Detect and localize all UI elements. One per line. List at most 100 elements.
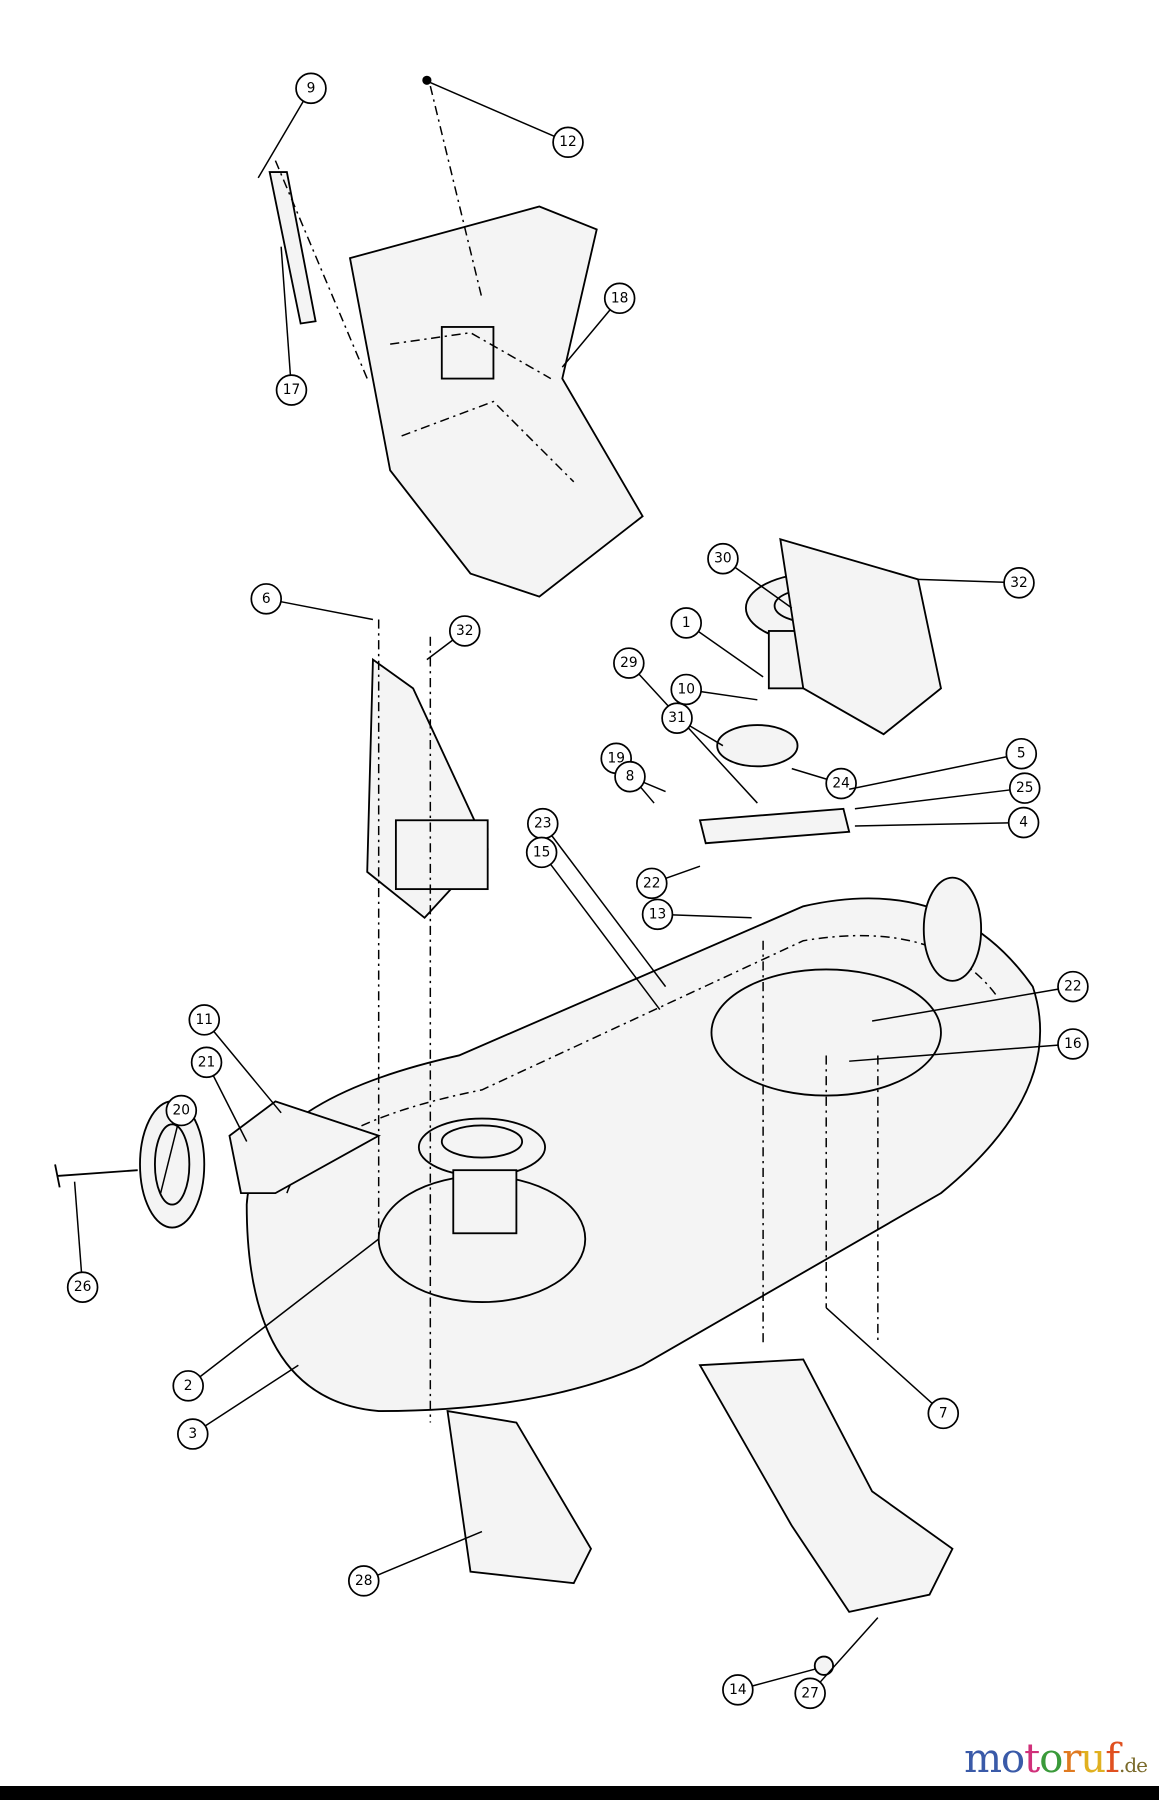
mower-deck <box>245 897 1041 1413</box>
callout-circle <box>670 607 702 639</box>
callout-circle <box>707 542 739 575</box>
callout-circle <box>613 647 645 679</box>
leader-line <box>638 673 758 804</box>
callout-circle <box>1005 737 1038 770</box>
leader-line <box>791 767 828 780</box>
callout-number: 19 <box>607 750 625 766</box>
callout-16: 16 <box>849 1028 1089 1062</box>
callout-number: 6 <box>262 591 271 607</box>
wheel-bracket <box>228 1100 381 1195</box>
grass-bag <box>348 205 644 598</box>
bag-handle <box>268 171 317 325</box>
leader-line <box>825 1307 933 1404</box>
leader-line <box>561 309 611 368</box>
leader-line <box>917 578 1005 584</box>
callout-18: 18 <box>561 282 636 368</box>
callout-circle <box>614 760 646 793</box>
callout-11: 11 <box>188 1004 282 1114</box>
callout-25: 25 <box>854 772 1041 810</box>
callout-2: 2 <box>172 1238 380 1402</box>
leader-line <box>213 1030 282 1114</box>
callout-number: 25 <box>1016 780 1034 796</box>
idler-bracket <box>698 807 851 845</box>
callout-circle <box>525 836 558 869</box>
leader-line <box>73 1181 83 1273</box>
callout-circle <box>603 282 636 315</box>
leader-line <box>550 863 661 1011</box>
callout-number: 22 <box>643 875 661 891</box>
callout-26: 26 <box>66 1181 99 1303</box>
leader-line <box>280 600 374 621</box>
leader-line <box>212 1075 248 1142</box>
callout-29: 29 <box>613 647 758 804</box>
callout-circle <box>1003 567 1035 599</box>
callout-number: 18 <box>611 290 629 306</box>
callout-circle <box>1057 1028 1089 1060</box>
callout-22: 22 <box>871 970 1089 1022</box>
callout-circle <box>172 1370 204 1402</box>
callout-number: 7 <box>939 1405 948 1421</box>
callout-13: 13 <box>641 898 752 931</box>
left-blade <box>446 1409 593 1585</box>
callout-number: 23 <box>534 816 552 832</box>
callout-20: 20 <box>159 1094 198 1194</box>
callout-number: 4 <box>1019 815 1028 831</box>
callout-number: 21 <box>198 1054 216 1070</box>
callout-circle <box>448 615 481 647</box>
callout-number: 31 <box>668 710 686 726</box>
leader-line <box>689 725 724 747</box>
logo-suffix: .de <box>1119 1753 1148 1777</box>
callout-circle <box>825 767 857 800</box>
callout-number: 3 <box>188 1426 197 1442</box>
callout-number: 17 <box>283 382 301 398</box>
motoruf-logo: motoruf.de <box>964 1736 1148 1782</box>
callout-circle <box>295 72 327 105</box>
callout-number: 32 <box>1010 575 1028 591</box>
callout-number: 13 <box>649 906 667 922</box>
callout-4: 4 <box>854 806 1040 839</box>
callout-15: 15 <box>525 836 661 1011</box>
bag-label <box>440 326 495 380</box>
callout-circle <box>636 867 668 900</box>
callout-22: 22 <box>636 865 701 900</box>
leader-line <box>819 1617 879 1683</box>
leader-line <box>199 1238 380 1378</box>
callout-number: 26 <box>74 1279 92 1295</box>
leader-line <box>871 988 1059 1022</box>
callout-7: 7 <box>825 1307 960 1430</box>
leader-line <box>551 835 667 988</box>
logo-letter: f <box>1105 1736 1120 1782</box>
leader-line <box>700 690 758 701</box>
callout-5: 5 <box>849 737 1038 791</box>
callout-circle <box>552 126 584 159</box>
leader-line <box>159 1124 179 1194</box>
right-spindle-area <box>710 968 942 1097</box>
callout-14: 14 <box>722 1668 815 1706</box>
callout-circle <box>165 1094 198 1127</box>
callout-number: 14 <box>729 1682 747 1698</box>
leader-line <box>377 1530 483 1576</box>
callout-9: 9 <box>257 72 327 179</box>
callout-8: 8 <box>614 760 666 793</box>
callout-6: 6 <box>250 583 374 621</box>
leader-line <box>734 566 793 609</box>
bottom-border <box>0 1786 1159 1800</box>
callout-number: 27 <box>801 1685 819 1701</box>
callout-28: 28 <box>347 1530 483 1597</box>
callout-27: 27 <box>794 1617 879 1710</box>
axle-bolt <box>54 1164 138 1188</box>
callout-31: 31 <box>661 702 724 747</box>
callout-23: 23 <box>527 807 667 988</box>
left-pulley <box>417 1117 546 1177</box>
leader-line <box>698 630 764 678</box>
callout-number: 9 <box>307 80 316 96</box>
callout-1: 1 <box>670 607 764 678</box>
leader-line <box>280 246 292 376</box>
callout-3: 3 <box>177 1364 299 1450</box>
callout-number: 24 <box>832 776 850 792</box>
callout-circle <box>250 583 283 615</box>
callout-circle <box>177 1418 209 1450</box>
logo-letter: t <box>1024 1736 1040 1782</box>
